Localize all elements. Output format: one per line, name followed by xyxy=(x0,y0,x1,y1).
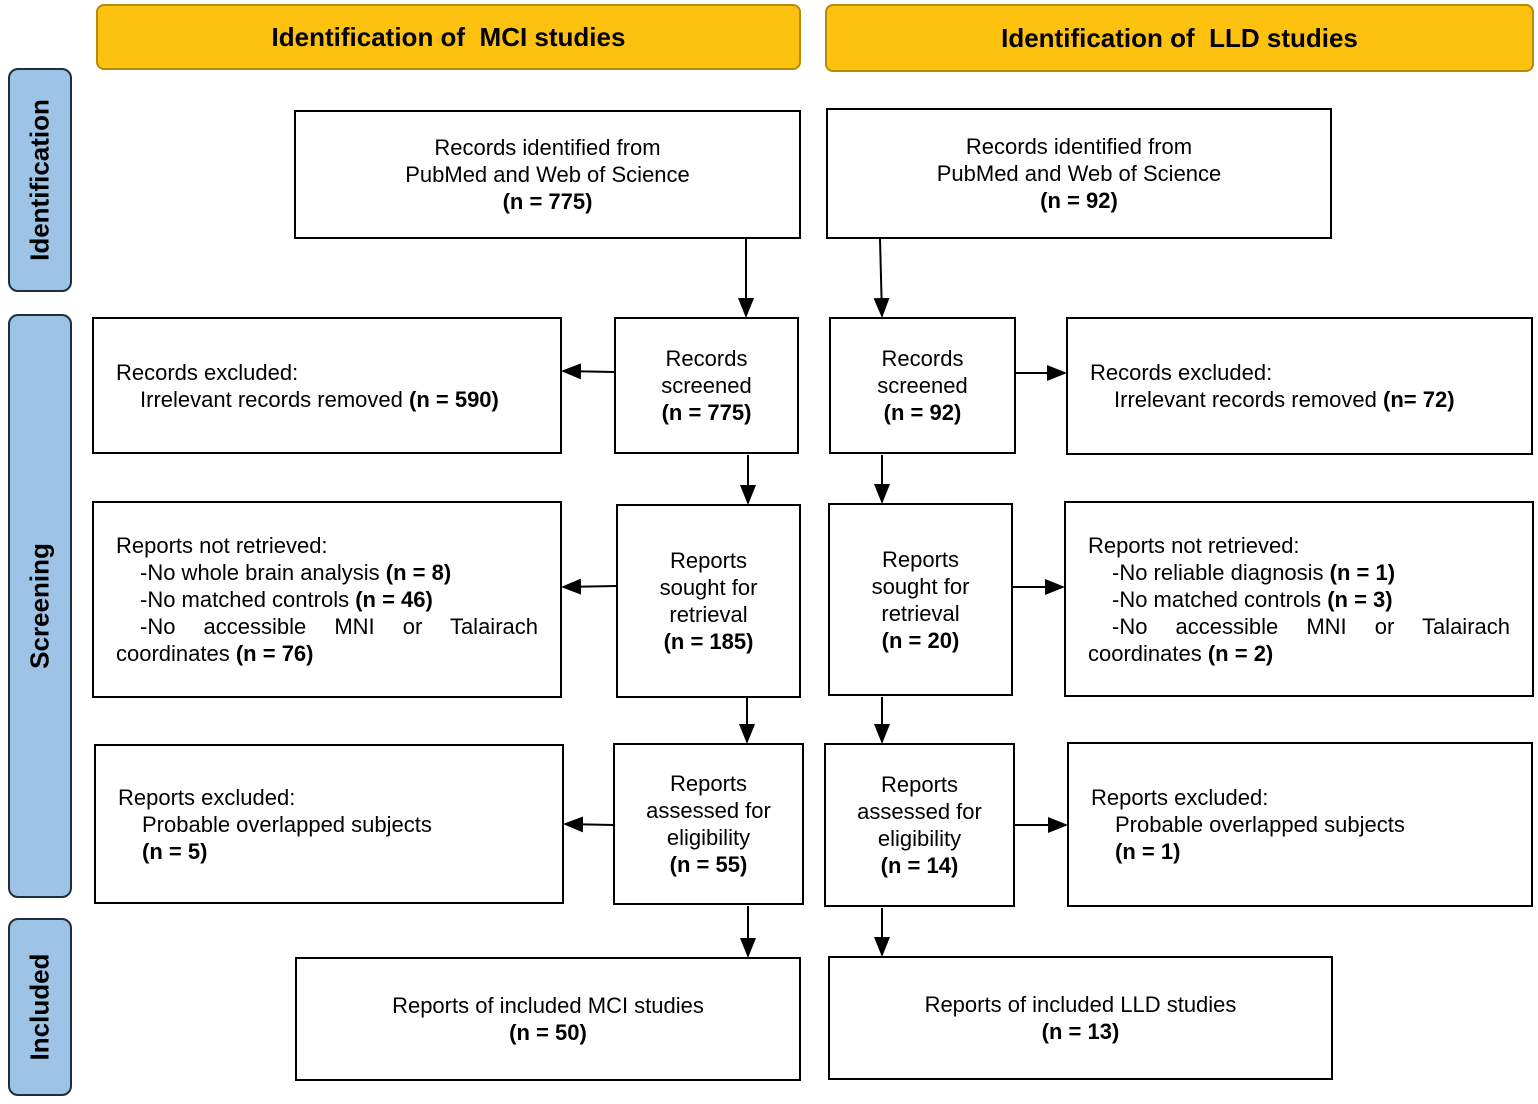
lld-reports-excluded-box: Reports excluded: Probable overlapped su… xyxy=(1067,742,1533,907)
mci-records-screened-box: Records screened (n = 775) xyxy=(614,317,799,454)
mci-not-retrieved-item3a: -No accessible MNI or Talairach xyxy=(140,614,538,639)
stage-identification: Identification xyxy=(8,68,72,292)
lld-records-screened-box: Records screened (n = 92) xyxy=(829,317,1016,454)
mci-excluded-text: Irrelevant records removed xyxy=(140,386,409,412)
mci-reports-excluded-count: (n = 5) xyxy=(142,838,208,864)
mci-not-retrieved-item3b: coordinates (n = 76) xyxy=(116,640,538,667)
lld-sought-count: (n = 20) xyxy=(881,627,960,653)
mci-included-box: Reports of included MCI studies (n = 50) xyxy=(295,957,801,1081)
lld-included-line1: Reports of included LLD studies xyxy=(924,992,1237,1017)
mci-arrow-to-not-retrieved xyxy=(561,578,617,595)
mci-assessed-count: (n = 55) xyxy=(669,852,748,877)
mci-not-retrieved-item1: -No whole brain analysis (n = 8) xyxy=(116,559,538,586)
lld-arrow-identified-to-screened xyxy=(873,238,890,318)
mci-reports-not-retrieved-box: Reports not retrieved: -No whole brain a… xyxy=(92,501,562,698)
stage-screening: Screening xyxy=(8,314,72,898)
mci-excluded-line: Irrelevant records removed (n = 590) xyxy=(116,386,538,413)
mci-arrow-to-reports-excluded xyxy=(563,816,614,833)
lld-identified-line1: Records identified from xyxy=(965,134,1193,159)
mci-nr-item3b-text: coordinates xyxy=(116,641,236,666)
mci-identified-line1: Records identified from xyxy=(434,135,661,160)
mci-sought-line1: Reports xyxy=(669,548,748,573)
mci-not-retrieved-item2: -No matched controls (n = 46) xyxy=(116,586,538,613)
lld-screened-line1: Records xyxy=(881,346,964,371)
lld-not-retrieved-item2: -No matched controls (n = 3) xyxy=(1088,586,1510,613)
mci-not-retrieved-heading: Reports not retrieved: xyxy=(116,533,328,558)
mci-assessed-line1: Reports xyxy=(669,771,748,796)
mci-excluded-count: (n = 590) xyxy=(409,386,499,412)
mci-included-line1: Reports of included MCI studies xyxy=(392,993,704,1018)
mci-header: Identification of MCI studies xyxy=(96,4,801,70)
mci-reports-assessed-box: Reports assessed for eligibility (n = 55… xyxy=(613,743,804,905)
mci-sought-count: (n = 185) xyxy=(663,629,754,654)
lld-sought-line3: retrieval xyxy=(881,600,960,626)
lld-sought-line2: sought for xyxy=(871,573,970,599)
lld-nr-item3b-text: coordinates xyxy=(1088,640,1208,666)
lld-nr-item2-text: -No matched controls xyxy=(1112,586,1328,612)
mci-nr-item1-text: -No whole brain analysis xyxy=(140,560,386,585)
lld-not-retrieved-item3a: -No accessible MNI or Talairach xyxy=(1112,613,1510,639)
lld-assessed-count: (n = 14) xyxy=(880,853,959,878)
mci-nr-item2-count: (n = 46) xyxy=(355,587,433,612)
lld-excluded-line: Irrelevant records removed (n= 72) xyxy=(1090,386,1509,413)
lld-screened-line2: screened xyxy=(877,373,968,398)
lld-records-identified-box: Records identified from PubMed and Web o… xyxy=(826,108,1332,239)
lld-identified-line2: PubMed and Web of Science xyxy=(936,161,1222,186)
lld-records-excluded-box: Records excluded: Irrelevant records rem… xyxy=(1066,317,1533,455)
lld-identified-count: (n = 92) xyxy=(1040,188,1118,213)
mci-records-identified-box: Records identified from PubMed and Web o… xyxy=(294,110,801,239)
lld-included-box: Reports of included LLD studies (n = 13) xyxy=(828,956,1333,1080)
lld-not-retrieved-item3b: coordinates (n = 2) xyxy=(1088,640,1510,667)
mci-screened-count: (n = 775) xyxy=(661,400,752,425)
lld-nr-item1-text: -No reliable diagnosis xyxy=(1112,559,1330,585)
mci-assessed-line3: eligibility xyxy=(666,825,751,850)
lld-included-count: (n = 13) xyxy=(1041,1019,1120,1044)
mci-screened-line2: screened xyxy=(661,373,752,398)
lld-reports-excluded-count: (n = 1) xyxy=(1115,839,1181,864)
lld-nr-item1-count: (n = 1) xyxy=(1329,559,1396,585)
lld-reports-excluded-heading: Reports excluded: xyxy=(1091,785,1269,810)
lld-excluded-text: Irrelevant records removed xyxy=(1114,387,1383,412)
lld-not-retrieved-heading: Reports not retrieved: xyxy=(1088,532,1300,558)
mci-reports-excluded-heading: Reports excluded: xyxy=(118,784,296,810)
lld-not-retrieved-item1: -No reliable diagnosis (n = 1) xyxy=(1088,559,1510,586)
lld-excluded-heading: Records excluded: xyxy=(1090,360,1273,385)
mci-records-excluded-box: Records excluded: Irrelevant records rem… xyxy=(92,317,562,454)
lld-reports-assessed-box: Reports assessed for eligibility (n = 14… xyxy=(824,743,1015,907)
mci-assessed-line2: assessed for xyxy=(646,798,771,823)
mci-identified-line2: PubMed and Web of Science xyxy=(405,162,690,187)
mci-reports-excluded-text: Probable overlapped subjects xyxy=(142,811,432,837)
stage-included: Included xyxy=(8,918,72,1096)
lld-screened-count: (n = 92) xyxy=(883,400,962,425)
lld-nr-item3-count: (n = 2) xyxy=(1207,640,1274,666)
mci-header-label: Identification of MCI studies xyxy=(271,21,626,52)
lld-assessed-line3: eligibility xyxy=(877,826,962,851)
lld-reports-excluded-text: Probable overlapped subjects xyxy=(1115,812,1405,837)
lld-excluded-count: (n= 72) xyxy=(1383,387,1455,412)
lld-header-label: Identification of LLD studies xyxy=(1001,22,1358,53)
lld-header: Identification of LLD studies xyxy=(825,4,1534,72)
mci-sought-line2: sought for xyxy=(659,575,758,600)
lld-sought-line1: Reports xyxy=(881,546,960,572)
mci-excluded-heading: Records excluded: xyxy=(116,359,299,385)
lld-assessed-line1: Reports xyxy=(880,772,959,797)
mci-arrow-to-records-excluded xyxy=(561,363,615,380)
mci-included-count: (n = 50) xyxy=(509,1020,587,1045)
lld-nr-item2-count: (n = 3) xyxy=(1327,586,1393,612)
mci-nr-item3-count: (n = 76) xyxy=(235,641,314,666)
mci-reports-excluded-box: Reports excluded: Probable overlapped su… xyxy=(94,744,564,904)
lld-assessed-line2: assessed for xyxy=(857,799,982,824)
mci-sought-line3: retrieval xyxy=(669,602,748,627)
lld-reports-sought-box: Reports sought for retrieval (n = 20) xyxy=(828,503,1013,696)
mci-nr-item2-text: -No matched controls xyxy=(140,587,356,612)
mci-nr-item1-count: (n = 8) xyxy=(385,560,452,585)
mci-reports-sought-box: Reports sought for retrieval (n = 185) xyxy=(616,504,801,698)
mci-screened-line1: Records xyxy=(665,346,748,371)
mci-identified-count: (n = 775) xyxy=(502,189,593,214)
lld-reports-not-retrieved-box: Reports not retrieved: -No reliable diag… xyxy=(1064,501,1534,697)
